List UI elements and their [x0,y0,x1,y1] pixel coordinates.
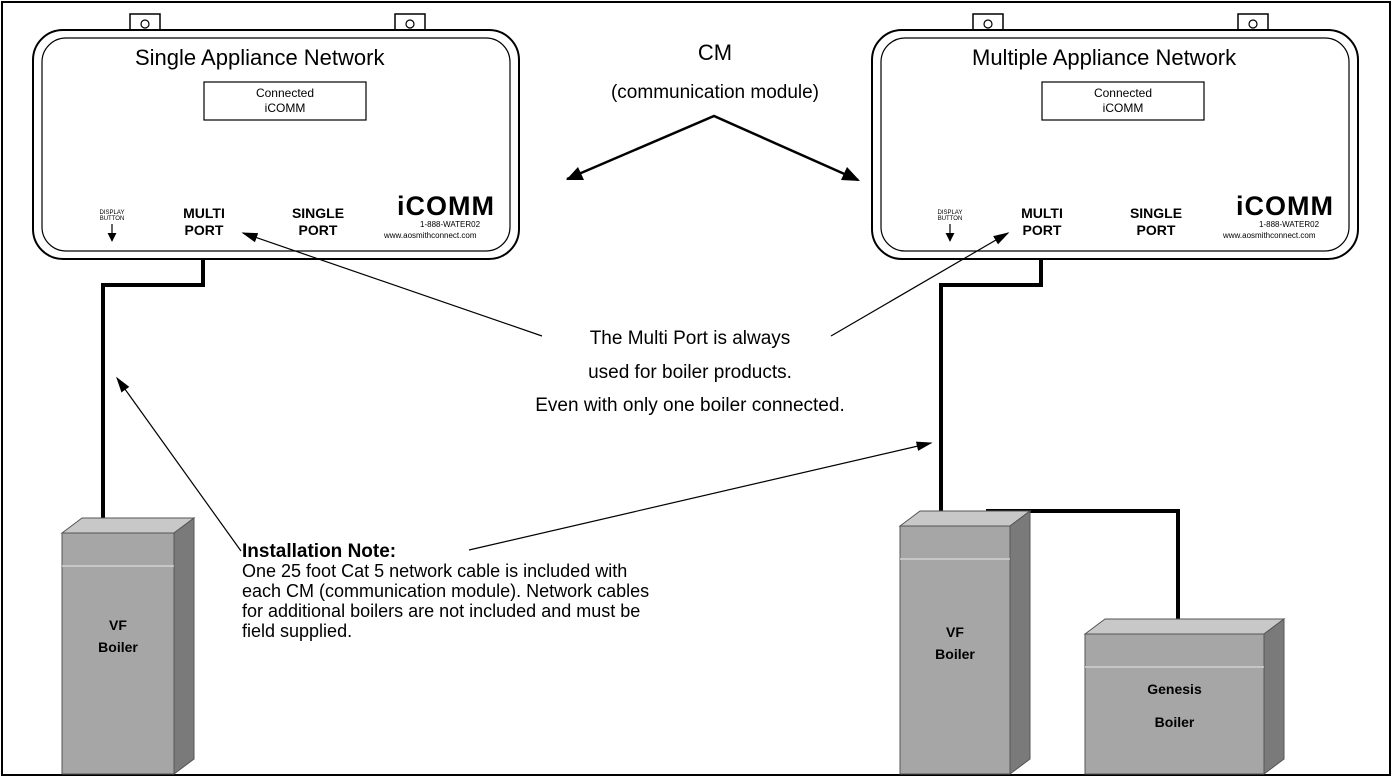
pointer-left-multi-port [241,232,543,337]
module-inner-edge [880,37,1350,252]
left-module-title: Single Appliance Network [135,45,385,70]
installation-note-line1: One 25 foot Cat 5 network cable is inclu… [242,561,628,581]
installation-note-line2: each CM (communication module). Network … [242,581,650,601]
left-single-port-label: SINGLE PORT [291,205,345,238]
right-multi-port-label: MULTI PORT [1021,205,1063,238]
right-display-button-label: DISPLAY BUTTON [937,210,963,222]
right-single-port-label: SINGLE PORT [1129,205,1183,238]
genesis-boiler-label: Genesis Boiler [1147,681,1202,731]
installation-note-heading: Installation Note: [242,541,397,562]
left-multi-port-label: MULTI PORT [183,205,225,238]
installation-note-line3: for additional boilers are not included … [242,601,641,621]
right-brand-phone: 1-888-WATER02 [1259,220,1320,229]
right-vf-boiler-label: VF Boiler [935,624,975,663]
left-brand-website: www.aosmithconnect.com [384,231,477,240]
pointer-left-cable [116,376,242,552]
display-screen [203,81,367,121]
right-vf-boiler-box [898,510,1032,775]
cm-label-title: CM [697,40,733,65]
left-network-cable [101,259,205,533]
multi-port-note-line3: Even with only one boiler connected. [535,395,845,416]
left-vf-boiler-label: VF Boiler [98,617,138,656]
module-inner-edge [41,37,511,252]
right-module [871,13,1359,260]
right-brand-logo: iCOMM [1236,191,1334,221]
module-housing [32,29,520,260]
right-brand-website: www.aosmithconnect.com [1223,231,1316,240]
left-brand-phone: 1-888-WATER02 [420,220,481,229]
multi-port-note-line1: The Multi Port is always [589,328,791,349]
right-module-title: Multiple Appliance Network [972,45,1237,70]
left-display-button-label: DISPLAY BUTTON [99,210,125,222]
left-vf-boiler-box [60,517,196,775]
right-display-text: Connected iCOMM [1093,86,1153,115]
genesis-boiler-box [1083,618,1286,775]
multi-port-note-line2: used for boiler products. [588,362,792,383]
left-brand-logo: iCOMM [397,191,495,221]
pointer-right-cable [468,441,933,551]
right-network-cable [939,259,1043,526]
display-screen [1041,81,1205,121]
installation-note-line4: field supplied. [242,621,353,641]
left-display-text: Connected iCOMM [255,86,315,115]
pointer-right-multi-port [830,232,1010,337]
cm-double-arrow [566,114,859,182]
cm-arrowhead-left [566,167,584,180]
module-housing [871,29,1359,260]
left-module [32,13,520,260]
cm-label-subtitle: (communication module) [610,82,820,103]
cm-arrowhead-right [841,167,860,181]
